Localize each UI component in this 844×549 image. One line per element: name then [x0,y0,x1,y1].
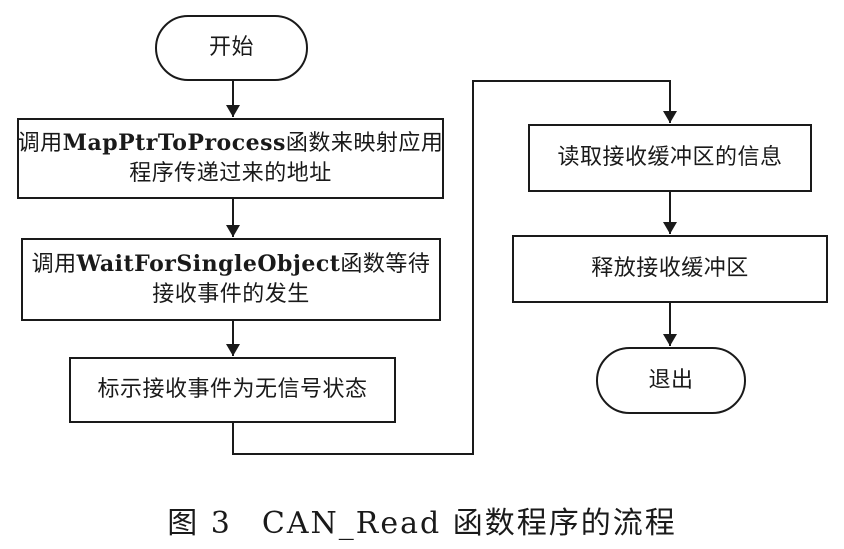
mark-event-box: 标示接收事件为无信号状态 [69,357,396,423]
start-terminal: 开始 [155,15,308,81]
map-ptr-suffix: 函数来映射应用 [285,131,444,156]
wait-line2: 接收事件的发生 [152,282,310,307]
map-ptr-line2: 程序传递过来的地址 [129,161,332,186]
read-label: 读取接收缓冲区的信息 [557,145,783,170]
wait-line1: 调用WaitForSingleObject函数等待 [32,249,431,280]
wait-suffix: 函数等待 [340,252,431,277]
wait-for-event-box: 调用WaitForSingleObject函数等待 接收事件的发生 [21,238,441,321]
read-buffer-box: 读取接收缓冲区的信息 [528,124,812,192]
mark-label: 标示接收事件为无信号状态 [97,377,368,402]
exit-label: 退出 [648,367,694,393]
start-label: 开始 [208,35,254,60]
edge-mark-to-read [232,80,677,455]
exit-terminal: 退出 [596,347,746,414]
map-ptr-process-box: 调用MapPtrToProcess函数来映射应用 程序传递过来的地址 [17,118,444,199]
map-ptr-function-name: MapPtrToProcess [62,130,286,156]
map-ptr-line1: 调用MapPtrToProcess函数来映射应用 [18,128,444,159]
release-label: 释放接收缓冲区 [591,256,749,281]
figure-caption: 图 3 CAN_Read 函数程序的流程 [0,498,844,542]
figure-title: CAN_Read 函数程序的流程 [261,506,677,541]
release-buffer-box: 释放接收缓冲区 [512,235,828,303]
wait-function-name: WaitForSingleObject [76,251,341,277]
wait-prefix: 调用 [31,252,77,277]
figure-number: 图 3 [167,506,232,541]
map-ptr-prefix: 调用 [17,131,63,156]
